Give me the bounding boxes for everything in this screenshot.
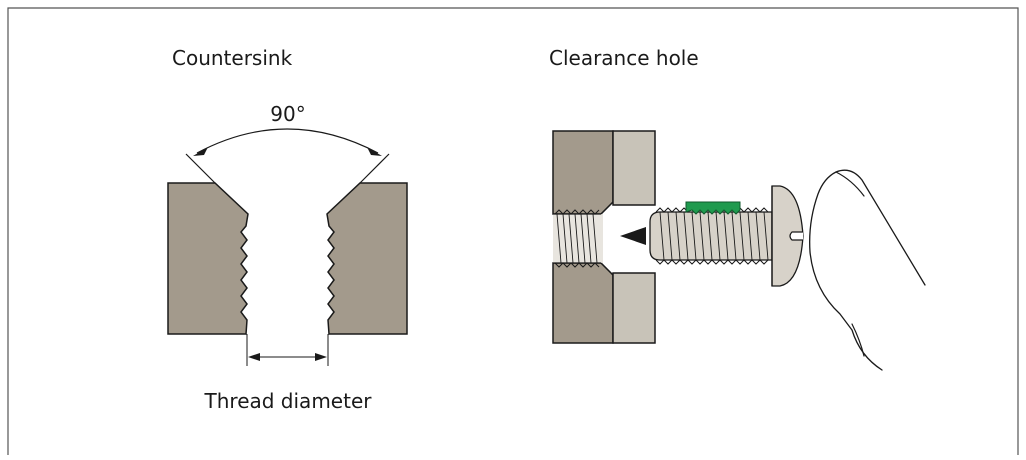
screw-shank — [649, 207, 773, 265]
clearance-hole-illustration: Clearance hole — [549, 46, 926, 371]
angle-arrow-left — [193, 147, 208, 156]
dimension-arrow-right — [315, 353, 327, 361]
countersink-left-block — [167, 182, 249, 335]
screw-head — [771, 185, 804, 287]
angle-arrow-right — [367, 147, 382, 156]
thread-lock-patch — [685, 201, 741, 215]
insertion-arrow — [620, 227, 646, 245]
angle-label: 90° — [270, 102, 305, 126]
angle-line-right — [359, 153, 390, 184]
finger-outline — [809, 169, 926, 371]
clearance-plate-bottom — [612, 272, 656, 344]
clearance-plate-top — [612, 130, 656, 206]
dimension-arrow-left — [248, 353, 260, 361]
angle-line-left — [185, 153, 216, 184]
screw-slot — [789, 231, 803, 241]
countersink-illustration: Countersink 90° Thread diameter — [167, 46, 408, 413]
internal-thread — [553, 201, 614, 276]
threaded-plate-bottom — [552, 262, 614, 344]
countersink-right-block — [326, 182, 408, 335]
angle-arc — [196, 128, 379, 154]
frame-border — [7, 7, 1019, 455]
threaded-plate-top — [552, 130, 614, 215]
countersink-label: Countersink — [172, 46, 293, 70]
clearance-hole-label: Clearance hole — [549, 46, 699, 70]
thread-diameter-label: Thread diameter — [204, 389, 373, 413]
